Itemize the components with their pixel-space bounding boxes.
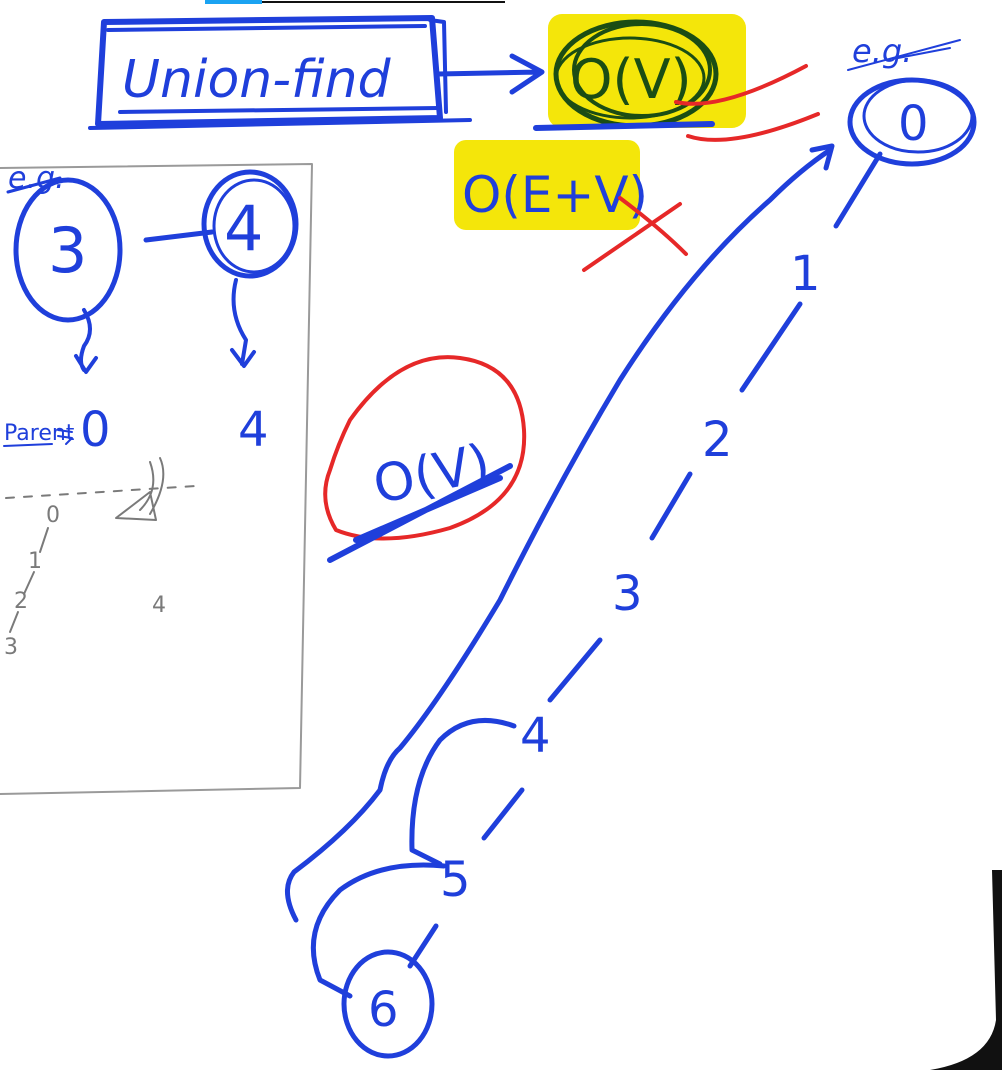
pencil-scribble xyxy=(115,457,165,521)
pencil-chain-0: 0 xyxy=(46,503,60,528)
left-example-panel: e.g. 3 4 Parent 0 4 0 1 2 3 4 xyxy=(0,161,313,795)
eg-label-right: e.g. xyxy=(852,32,912,70)
red-cross-mark xyxy=(582,196,688,272)
loop-near-4 xyxy=(409,718,517,867)
chain-edge-2-3 xyxy=(649,471,693,541)
complexity-oev-highlighted: O(E+V) xyxy=(454,140,648,230)
chain-example: e.g. 0 1 2 3 4 5 6 xyxy=(285,32,977,1059)
loop-near-5 xyxy=(310,862,447,999)
chain-edge-0-1 xyxy=(833,151,883,229)
chain-label-4: 4 xyxy=(520,708,551,764)
pencil-chain-2: 2 xyxy=(14,589,28,614)
red-tick-marks xyxy=(674,64,820,142)
chain-label-2: 2 xyxy=(702,412,733,468)
node-4-circle xyxy=(201,169,299,279)
path-compression-arrowhead xyxy=(809,143,835,171)
title-text: Union-find xyxy=(122,50,392,110)
arrow-down-3 xyxy=(74,308,98,374)
complexity-oev-text: O(E+V) xyxy=(462,166,648,224)
arrow-right xyxy=(435,53,545,95)
node-4-label: 4 xyxy=(224,192,263,265)
node-3-circle xyxy=(13,177,123,323)
chain-label-5: 5 xyxy=(440,852,471,908)
parent-value-3: 0 xyxy=(80,402,111,458)
pencil-chain-3: 3 xyxy=(4,635,18,660)
parent-label: Parent xyxy=(4,421,75,446)
chain-label-3: 3 xyxy=(612,566,643,622)
parent-value-4: 4 xyxy=(238,402,269,458)
pencil-side-value: 4 xyxy=(152,593,166,618)
chain-node-0-label: 0 xyxy=(898,96,929,152)
chain-node-6-label: 6 xyxy=(368,982,399,1038)
chain-edge-1-2 xyxy=(739,301,803,393)
path-compression-arrow xyxy=(285,147,833,923)
chain-edge-3-4 xyxy=(547,637,603,703)
page-corner-shadow xyxy=(930,870,1002,1070)
chain-edge-4-5 xyxy=(481,787,525,841)
pencil-divider xyxy=(5,485,197,499)
arrow-down-4 xyxy=(230,278,256,368)
node-3-label: 3 xyxy=(48,214,87,287)
edge-3-4 xyxy=(143,229,215,243)
complexity-ov-highlighted: O(V) xyxy=(533,14,746,131)
chain-label-1: 1 xyxy=(790,246,821,302)
chain-node-6-circle xyxy=(341,949,435,1059)
pencil-chain-1: 1 xyxy=(28,549,42,574)
title-box: Union-find xyxy=(88,15,472,130)
complexity-ov-red-circled: O(V) xyxy=(323,355,527,563)
complexity-ov-text: O(V) xyxy=(570,48,692,111)
